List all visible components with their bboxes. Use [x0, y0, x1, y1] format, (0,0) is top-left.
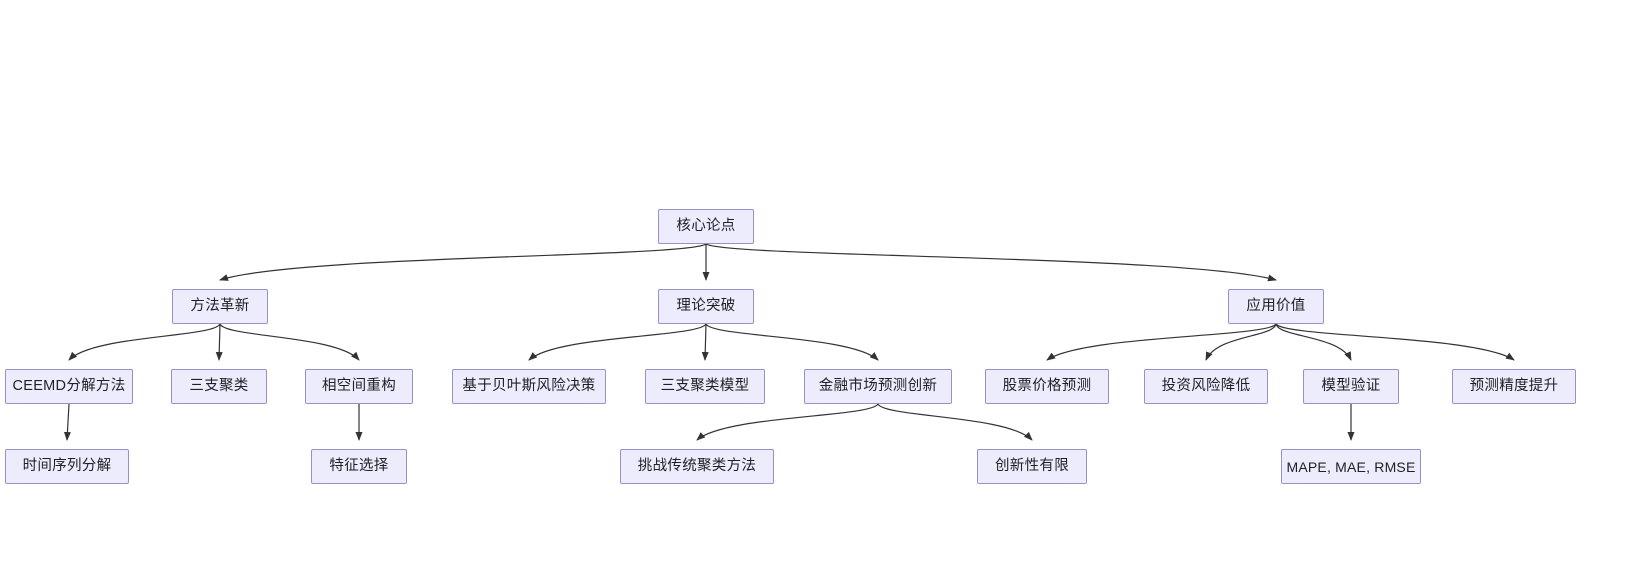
node-l2c[interactable]: 相空间重构: [305, 369, 413, 404]
node-l1b[interactable]: 理论突破: [658, 289, 754, 324]
edge-l1a-to-l2a: [68, 323, 221, 361]
edge-l2a-to-l3a: [63, 403, 71, 441]
edge-l1b-to-l2d: [528, 323, 707, 361]
edge-l1a-to-l2b: [215, 323, 223, 361]
node-label: 基于贝叶斯风险决策: [462, 378, 596, 395]
node-label: 投资风险降低: [1161, 378, 1251, 395]
node-label: 模型验证: [1321, 378, 1381, 395]
edge-l1c-to-l2h: [1205, 323, 1277, 361]
node-l3a[interactable]: 时间序列分解: [5, 449, 129, 484]
node-label: 特征选择: [329, 458, 389, 475]
node-l3e[interactable]: MAPE, MAE, RMSE: [1281, 449, 1421, 484]
node-label: 方法革新: [190, 298, 250, 315]
node-label: 创新性有限: [995, 458, 1069, 475]
edge-l1c-to-l2i: [1275, 323, 1352, 361]
node-l2j[interactable]: 预测精度提升: [1452, 369, 1576, 404]
node-l3c[interactable]: 挑战传统聚类方法: [620, 449, 774, 484]
edge-root-to-l1c: [705, 243, 1277, 282]
node-label: 三支聚类: [189, 378, 249, 395]
node-l2f[interactable]: 金融市场预测创新: [804, 369, 952, 404]
edge-l2f-to-l3c: [696, 403, 879, 441]
node-label: 相空间重构: [322, 378, 396, 395]
node-l1a[interactable]: 方法革新: [172, 289, 268, 324]
node-label: 股票价格预测: [1002, 378, 1092, 395]
node-root[interactable]: 核心论点: [658, 209, 754, 244]
node-label: CEEMD分解方法: [12, 378, 126, 395]
node-label: 三支聚类模型: [660, 378, 750, 395]
edge-l1b-to-l2e: [701, 323, 709, 361]
node-l2d[interactable]: 基于贝叶斯风险决策: [452, 369, 606, 404]
node-label: 核心论点: [676, 218, 736, 235]
node-label: MAPE, MAE, RMSE: [1286, 458, 1416, 475]
node-l3b[interactable]: 特征选择: [311, 449, 407, 484]
node-label: 金融市场预测创新: [818, 378, 938, 395]
node-l2e[interactable]: 三支聚类模型: [645, 369, 765, 404]
node-label: 应用价值: [1246, 298, 1306, 315]
edge-l1c-to-l2j: [1275, 323, 1515, 361]
node-label: 预测精度提升: [1469, 378, 1559, 395]
node-label: 挑战传统聚类方法: [637, 458, 757, 475]
node-l2g[interactable]: 股票价格预测: [985, 369, 1109, 404]
edge-l1b-to-l2f: [705, 323, 879, 361]
node-l2b[interactable]: 三支聚类: [171, 369, 267, 404]
node-label: 时间序列分解: [22, 458, 112, 475]
edge-l1c-to-l2g: [1046, 323, 1277, 361]
edge-l2f-to-l3d: [877, 403, 1033, 441]
node-l3d[interactable]: 创新性有限: [977, 449, 1087, 484]
edge-root-to-l1a: [219, 243, 707, 281]
node-label: 理论突破: [676, 298, 736, 315]
node-l2a[interactable]: CEEMD分解方法: [5, 369, 133, 404]
node-l1c[interactable]: 应用价值: [1228, 289, 1324, 324]
node-l2h[interactable]: 投资风险降低: [1144, 369, 1268, 404]
edge-l1a-to-l2c: [219, 323, 360, 361]
node-l2i[interactable]: 模型验证: [1303, 369, 1399, 404]
